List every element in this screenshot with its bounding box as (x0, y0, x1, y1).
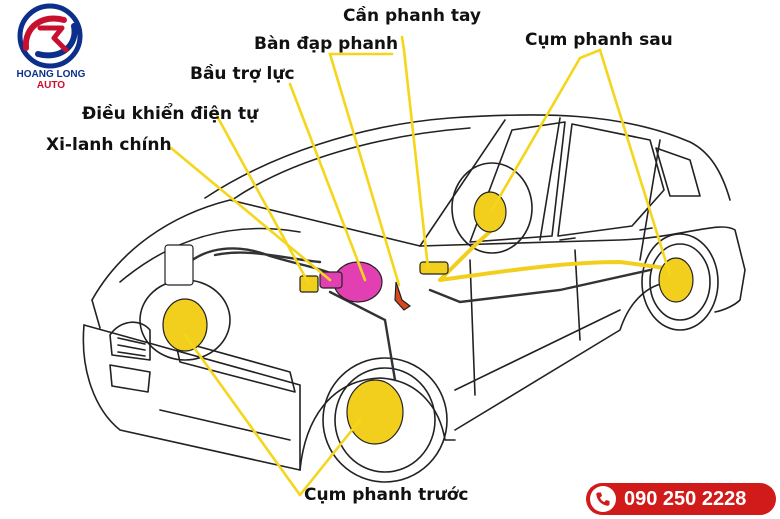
phone-icon (590, 486, 616, 512)
label-ecu: Điều khiển điện tự (82, 104, 259, 124)
callout-booster (288, 82, 367, 282)
phone-contact-button[interactable]: 090 250 2228 (586, 483, 776, 515)
brand-name: HOANG LONG AUTO (2, 69, 100, 91)
handbrake-lever (419, 261, 449, 275)
phone-number: 090 250 2228 (624, 487, 747, 510)
callout-master-cylinder (169, 146, 332, 282)
brake-lines (173, 228, 667, 382)
car-body (82, 114, 746, 483)
callout-brake-pedal (328, 52, 401, 287)
brand-name-main: HOANG LONG (16, 69, 86, 80)
label-master-cylinder: Xi-lanh chính (46, 135, 172, 155)
brand-logo (4, 2, 96, 82)
label-handbrake: Cần phanh tay (343, 6, 481, 26)
callout-front-brake-b (298, 418, 362, 497)
callout-ecu (215, 114, 311, 286)
brand-name-accent: AUTO (36, 80, 66, 91)
callout-lines (169, 35, 672, 497)
callout-handbrake (400, 35, 430, 270)
brake-pedal (394, 281, 412, 311)
label-rear-brake: Cụm phanh sau (525, 30, 673, 50)
front-left-brake-assembly (162, 298, 208, 352)
rear-left-brake-assembly (473, 191, 507, 233)
front-right-brake-assembly (346, 379, 404, 445)
abs-unit (164, 244, 194, 286)
rear-right-brake-assembly (658, 257, 694, 303)
label-booster: Bầu trợ lực (190, 64, 295, 84)
callout-rear-brake-a (490, 48, 602, 212)
label-front-brake: Cụm phanh trước (304, 485, 469, 505)
label-brake-pedal: Bàn đạp phanh (254, 34, 399, 54)
callout-rear-brake-b (598, 48, 672, 277)
brake-components (162, 191, 694, 445)
callout-front-brake-a (183, 333, 302, 497)
